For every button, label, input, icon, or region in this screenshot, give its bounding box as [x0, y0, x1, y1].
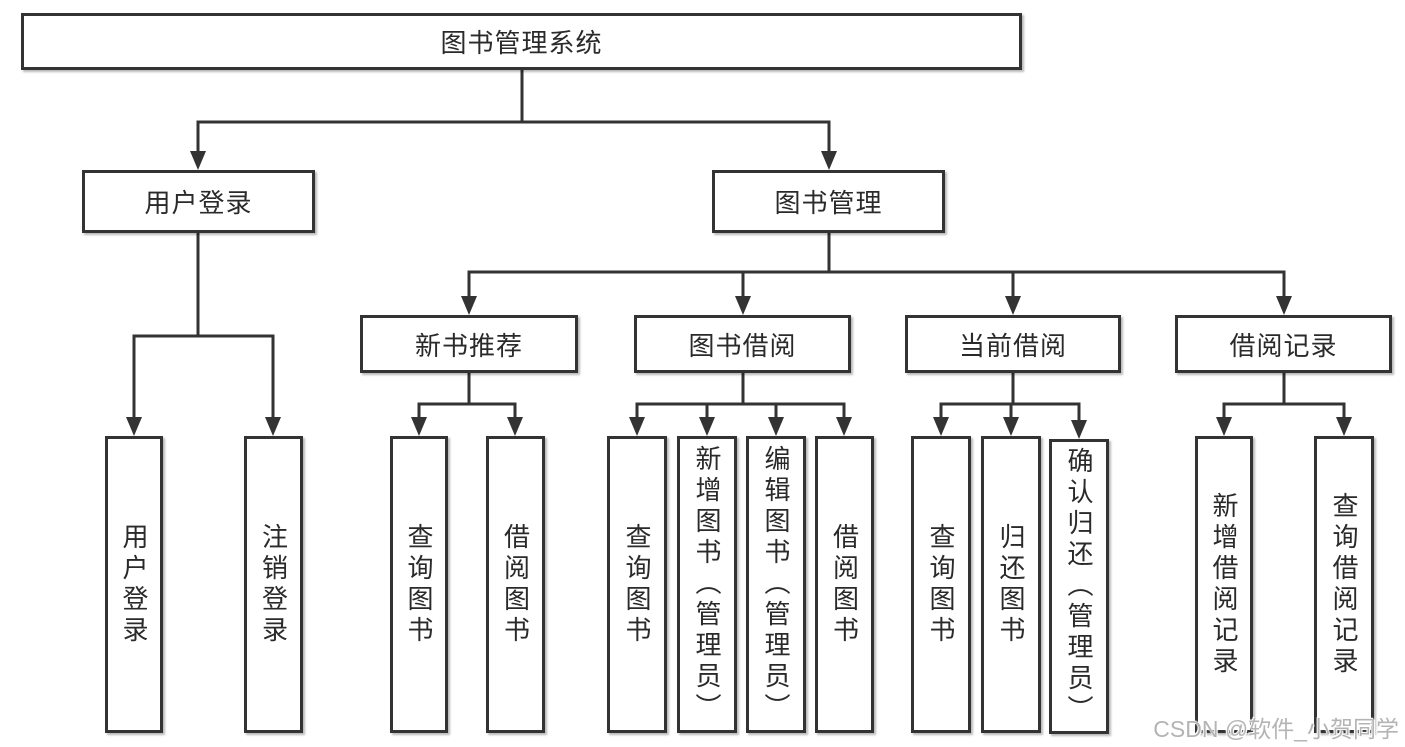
connector-current-borrow-to-leaves: [933, 371, 1087, 439]
node-leaf-user-login: 用户登录: [105, 436, 163, 733]
node-leaf-confirm-return-admin: 确认归还（管理员）: [1049, 439, 1109, 734]
node-user-login: 用户登录: [82, 170, 315, 233]
connector-user-login-to-leaves: [126, 231, 281, 436]
node-leaf-logout-login: 注销登录: [244, 436, 303, 733]
connector-root-to-level2: [190, 67, 837, 170]
node-leaf-borrow-books-recommend: 借阅图书: [486, 436, 545, 733]
node-leaf-query-books-current: 查询图书: [911, 436, 971, 733]
node-leaf-query-books-recommend: 查询图书: [390, 436, 448, 733]
node-new-book-recommend: 新书推荐: [360, 315, 578, 373]
connector-book-borrow-to-leaves: [629, 371, 852, 436]
node-leaf-query-borrow-record: 查询借阅记录: [1314, 436, 1374, 733]
node-root-library-system: 图书管理系统: [21, 13, 1022, 70]
node-leaf-return-books: 归还图书: [981, 436, 1041, 733]
node-leaf-borrow-books-borrowing: 借阅图书: [815, 436, 874, 733]
connector-borrow-record-to-leaves: [1216, 371, 1352, 436]
connector-book-mgmt-to-level3: [461, 231, 1292, 315]
node-book-management: 图书管理: [712, 170, 945, 233]
node-leaf-add-books-admin: 新增图书（管理员）: [677, 436, 737, 733]
connector-new-book-to-leaves: [411, 371, 523, 436]
node-leaf-query-books-borrowing: 查询图书: [607, 436, 667, 733]
node-leaf-add-borrow-record: 新增借阅记录: [1195, 436, 1253, 733]
node-leaf-edit-books-admin: 编辑图书（管理员）: [746, 436, 806, 733]
csdn-watermark: CSDN @软件_小贺同学: [1153, 716, 1399, 742]
node-borrow-records: 借阅记录: [1175, 315, 1392, 373]
node-current-borrowing: 当前借阅: [905, 315, 1121, 373]
node-book-borrowing: 图书借阅: [634, 315, 851, 373]
